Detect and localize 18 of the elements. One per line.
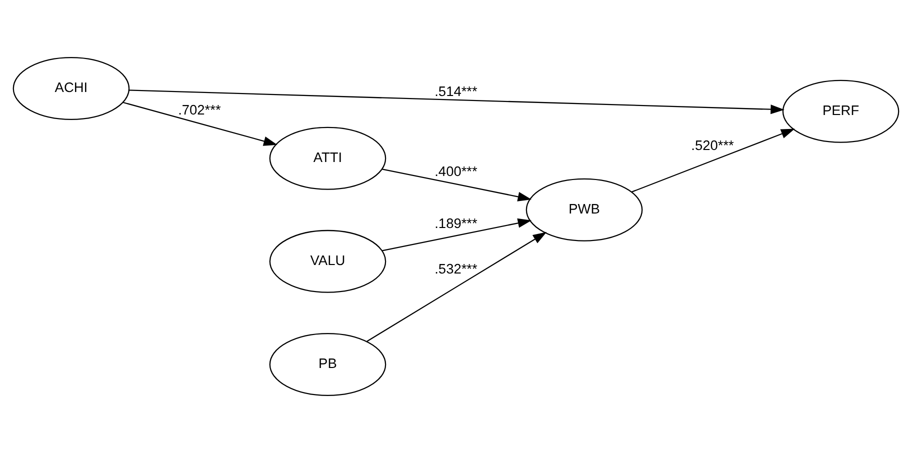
node-ellipse: ACHI — [12, 56, 130, 120]
arrow — [382, 218, 532, 251]
edge-label: .514*** — [434, 84, 478, 99]
edge-label: .702*** — [178, 102, 221, 117]
edge-label: .189*** — [434, 215, 478, 230]
arrow — [129, 89, 784, 114]
arrow — [382, 168, 532, 201]
arrow — [366, 232, 547, 342]
arrow — [632, 128, 795, 192]
edge-label: .520*** — [691, 137, 734, 152]
node-ellipse: PB — [269, 332, 386, 396]
node-ellipse: PERF — [782, 79, 900, 142]
node-ellipse: ATTI — [269, 126, 386, 190]
arrow — [122, 101, 278, 146]
node-ellipse: VALU — [269, 229, 386, 292]
edge-label: .532*** — [434, 261, 478, 276]
node-ellipse: PWB — [526, 178, 643, 241]
edge-label: .400*** — [434, 164, 478, 179]
